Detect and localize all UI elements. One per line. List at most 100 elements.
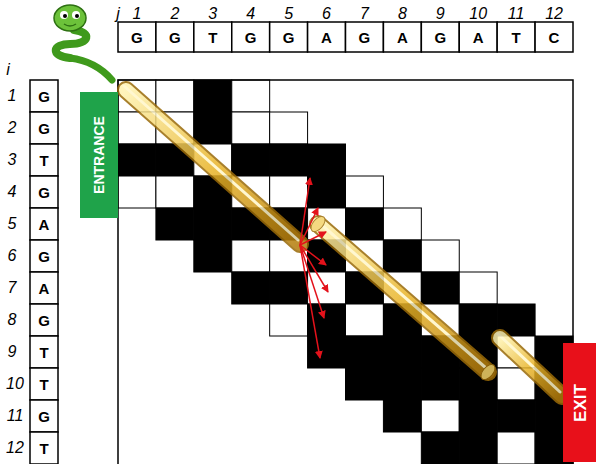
sequence-letter: C [549,30,560,45]
row-number: 4 [8,184,17,200]
column-number: 12 [545,6,563,22]
bar-label: EXIT [571,384,588,422]
sequence-letter: T [208,30,217,45]
matrix-cell [346,336,384,368]
sequence-cell [30,176,58,208]
sequence-letter: A [39,217,50,232]
sequence-cell [30,400,58,432]
column-number: 6 [322,6,331,22]
matrix-cell [497,400,535,432]
matrix-cell [346,368,384,400]
matrix-cell [232,144,270,176]
sequence-letter: G [131,30,143,45]
snake-icon [54,5,112,80]
matrix-cell [421,240,459,272]
sequence-letter: T [39,377,48,392]
matrix-cell [308,176,346,208]
sequence-cell [30,272,58,304]
sequence-letter: G [169,30,181,45]
bar-label: ENTRANCE [92,116,106,194]
sequence-cell [535,22,573,52]
row-number: 11 [7,408,24,424]
sequence-letter: G [38,121,50,136]
matrix-cell [459,400,497,432]
sequence-letter: T [512,30,521,45]
matrix-cell [383,400,421,432]
matrix-cell [118,144,156,176]
matrix-cell [383,368,421,400]
matrix-cell [118,176,156,208]
column-number: 5 [284,6,293,22]
sequence-cell [30,80,58,112]
matrix-cell [232,80,270,112]
search-arrows [300,178,328,358]
row-number: 9 [8,344,17,360]
sequence-cell [421,22,459,52]
matrix-cell [459,432,497,464]
matrix-cell [383,336,421,368]
column-number: 8 [398,6,407,22]
sequence-cell [30,336,58,368]
sequence-cell [232,22,270,52]
column-number: 11 [508,6,525,22]
matrix-cell [308,336,346,368]
sequence-letter: G [359,30,371,45]
exit-bar: EXIT [563,343,596,462]
row-number: 8 [8,312,17,328]
sequence-letter: T [39,441,48,456]
matrix-cell [232,240,270,272]
sequence-letter: G [38,313,50,328]
sequence-letter: G [38,89,50,104]
matrix-cell [156,176,194,208]
matrix-cell [459,304,497,336]
matrix-cell [459,272,497,304]
column-number: 9 [436,6,445,22]
matrix-cell [232,112,270,144]
sequence-cell [383,22,421,52]
row-number: 1 [8,88,17,104]
matrix-cell [346,304,384,336]
column-number: 4 [246,6,255,22]
dot-matrix [118,80,573,464]
row-number: 2 [8,120,17,136]
matrix-cell [232,272,270,304]
sequence-cell [30,240,58,272]
sequence-letter: G [38,185,50,200]
sequence-letter: A [39,281,50,296]
matrix-cell [270,112,308,144]
matrix-cell [194,240,232,272]
row-number: 5 [8,216,17,232]
column-number: 3 [208,6,217,22]
matrix-cell [383,208,421,240]
sequence-cell [30,208,58,240]
matrix-cell [346,176,384,208]
matrix-cell [346,208,384,240]
sequence-letter: A [321,30,332,45]
matrix-cell [421,272,459,304]
matrix-cell [194,112,232,144]
sequence-cell [346,22,384,52]
matrix-cell [270,304,308,336]
sequence-boxes [30,22,573,464]
row-number: 3 [8,152,17,168]
row-number: 7 [8,280,17,296]
column-number: 2 [170,6,179,22]
sequence-letter: G [434,30,446,45]
axis-label: j [116,6,120,22]
sequence-cell [156,22,194,52]
matrix-cell [421,400,459,432]
matrix-cell [497,432,535,464]
sequence-cell [30,304,58,336]
sequence-cell [118,22,156,52]
entrance-bar: ENTRANCE [80,92,118,218]
matrix-cell [270,272,308,304]
sequence-cell [497,22,535,52]
matrix-cell [194,80,232,112]
sequence-letter: G [38,409,50,424]
sequence-letter: A [397,30,408,45]
sequence-letter: T [39,153,48,168]
matrix-cell [383,240,421,272]
sequence-letter: G [283,30,295,45]
column-number: 7 [360,6,369,22]
